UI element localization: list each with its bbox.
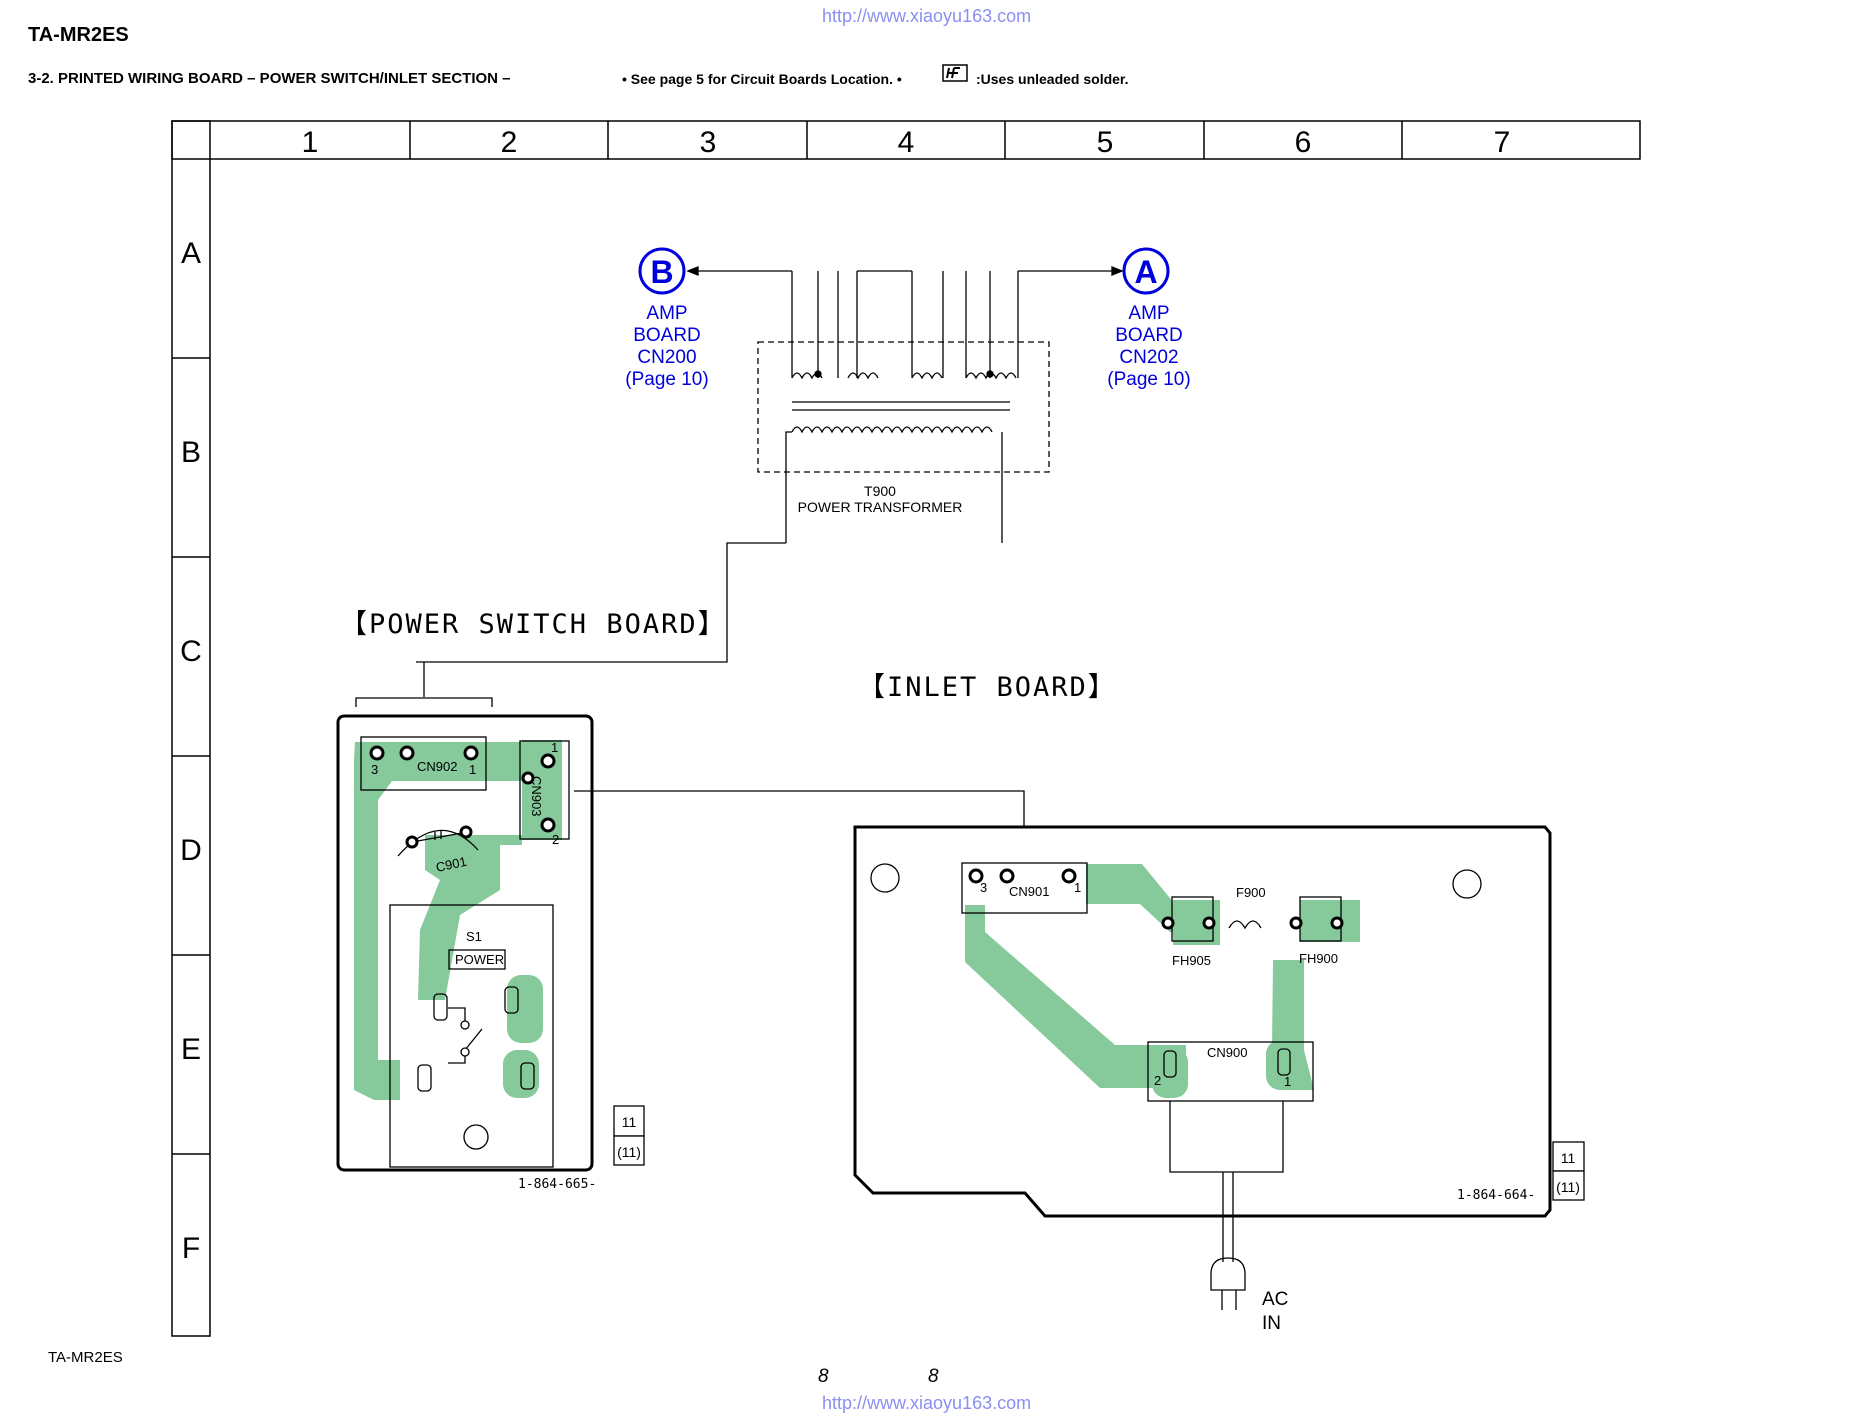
transformer-ref: T900	[864, 483, 896, 499]
power-switch-board-title: 【POWER SWITCH BOARD】	[340, 609, 727, 640]
cn900-pin1: 1	[1284, 1074, 1291, 1089]
cn900-pin2: 2	[1154, 1073, 1161, 1088]
inlet-rev-top: 11	[1561, 1150, 1576, 1166]
inlet-part-no: 1-864-664-	[1457, 1188, 1535, 1203]
lead-free-icon	[942, 64, 968, 82]
inlet-rev-bottom: (11)	[1556, 1179, 1580, 1195]
cn903-label: CN903	[529, 776, 544, 816]
f900-label: F900	[1236, 885, 1266, 900]
power-switch-rev-top: 11	[622, 1114, 637, 1130]
ac-in-line1: AC	[1262, 1289, 1288, 1310]
cn900-label: CN900	[1207, 1045, 1247, 1060]
connector-a-line2: BOARD	[1115, 325, 1183, 346]
grid-row-c: C	[180, 635, 202, 668]
power-switch-board: 3 CN902 1 1 2 CN903 C901 S1 POWER 1-864-…	[336, 662, 645, 1192]
connector-a-line1: AMP	[1128, 303, 1169, 324]
fh900-label: FH900	[1299, 951, 1338, 966]
connector-a: A AMP BOARD CN202 (Page 10)	[1107, 247, 1191, 390]
ac-in-line2: IN	[1262, 1313, 1281, 1334]
grid-row-b: B	[181, 436, 201, 469]
connector-b-line3: CN200	[637, 347, 696, 368]
grid-frame	[171, 120, 1641, 1337]
grid-col-1: 1	[302, 126, 319, 159]
power-label: POWER	[455, 952, 504, 967]
s1-label: S1	[466, 929, 482, 944]
inlet-board-title: 【INLET BOARD】	[858, 672, 1117, 703]
power-switch-rev-bottom: (11)	[617, 1144, 641, 1160]
cn902-pin1: 1	[469, 762, 476, 777]
cn901-pin1: 1	[1074, 880, 1081, 895]
interboard-wire	[574, 790, 1025, 833]
transformer-name: POWER TRANSFORMER	[798, 499, 963, 515]
note-boards-location: • See page 5 for Circuit Boards Location…	[622, 71, 902, 87]
page-number-right: 8	[928, 1366, 939, 1387]
cn902-pin3: 3	[371, 762, 378, 777]
grid-row-f: F	[182, 1232, 200, 1265]
connector-a-badge: A	[1134, 254, 1157, 290]
transformer	[416, 266, 1124, 663]
grid-col-6: 6	[1295, 126, 1312, 159]
grid-row-a: A	[181, 237, 201, 270]
connector-b-line2: BOARD	[633, 325, 701, 346]
c901-label: C901	[435, 854, 469, 875]
cn903-pin2: 2	[552, 832, 559, 847]
connector-a-line4: (Page 10)	[1107, 369, 1190, 390]
page-number-left: 8	[818, 1366, 829, 1387]
inlet-board: 3 CN901 1 F900 FH905 FH900 CN900 2 1 1-8…	[853, 825, 1585, 1310]
power-switch-part-no: 1-864-665-	[518, 1177, 596, 1192]
connector-a-line3: CN202	[1119, 347, 1178, 368]
grid-col-4: 4	[898, 126, 915, 159]
grid-row-e: E	[181, 1033, 201, 1066]
grid-col-5: 5	[1097, 126, 1114, 159]
connector-b-line4: (Page 10)	[625, 369, 708, 390]
connector-b: B AMP BOARD CN200 (Page 10)	[625, 247, 709, 390]
connector-b-line1: AMP	[646, 303, 687, 324]
grid-row-d: D	[180, 834, 202, 867]
cn901-pin3: 3	[980, 880, 987, 895]
grid-col-2: 2	[501, 126, 518, 159]
model-title: TA-MR2ES	[28, 24, 129, 46]
note-unleaded-solder: :Uses unleaded solder.	[976, 71, 1129, 87]
fh905-label: FH905	[1172, 953, 1211, 968]
cn902-label: CN902	[417, 759, 457, 774]
connector-b-badge: B	[650, 254, 673, 290]
grid-col-7: 7	[1494, 126, 1511, 159]
cn903-pin1: 1	[551, 740, 558, 755]
grid-col-3: 3	[700, 126, 717, 159]
url-top[interactable]: http://www.xiaoyu163.com	[822, 6, 1032, 26]
cn901-label: CN901	[1009, 884, 1049, 899]
section-title: 3-2. PRINTED WIRING BOARD – POWER SWITCH…	[28, 70, 511, 87]
footer-model: TA-MR2ES	[48, 1349, 123, 1366]
